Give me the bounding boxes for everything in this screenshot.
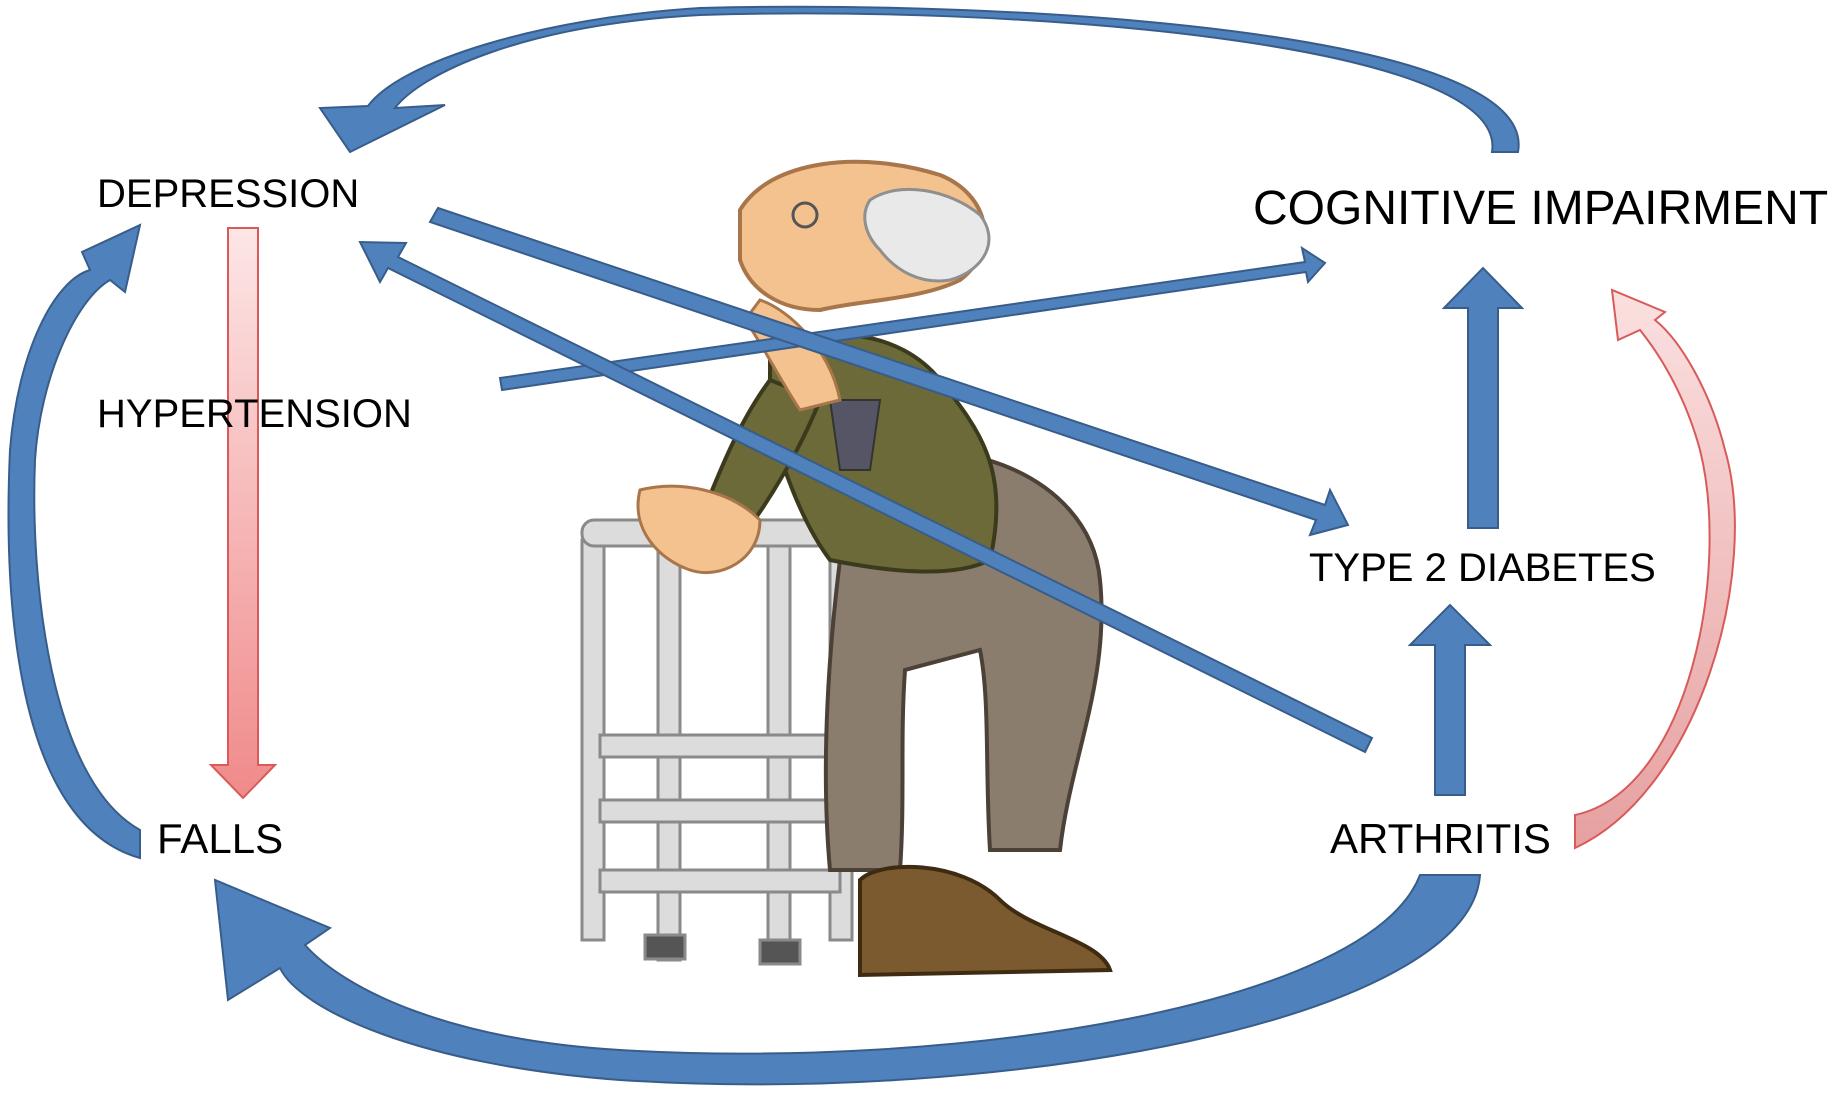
arrow-depression-to-diabetes	[428, 206, 1350, 537]
arrow-arthritis-to-diabetes	[1407, 603, 1493, 796]
node-cognitive-impairment: COGNITIVE IMPAIRMENT	[1253, 182, 1829, 235]
arrow-hypertension-to-cognitive	[498, 245, 1327, 392]
hair	[863, 187, 991, 283]
node-type-2-diabetes: TYPE 2 DIABETES	[1309, 546, 1656, 590]
hands	[636, 484, 762, 575]
shoes	[858, 864, 1113, 978]
arrow-arthritis-to-cognitive	[1574, 288, 1736, 850]
node-falls: FALLS	[157, 815, 284, 862]
arrows	[7, 5, 1736, 1086]
arrow-arthritis-to-falls	[213, 874, 1482, 1086]
arrow-falls-to-depression	[7, 223, 142, 860]
node-arthritis: ARTHRITIS	[1330, 815, 1551, 862]
node-depression: DEPRESSION	[97, 172, 360, 216]
walker-icon	[580, 518, 854, 966]
node-hypertension: HYPERTENSION	[97, 392, 412, 436]
elderly-man-illustration	[580, 159, 1113, 978]
glasses	[791, 201, 819, 229]
arrow-depression-to-falls	[208, 227, 278, 800]
arrow-diabetes-to-cognitive	[1441, 266, 1525, 529]
arrow-arthritis-to-depression	[358, 240, 1374, 754]
arrow-cognitive-to-depression	[318, 5, 1520, 154]
